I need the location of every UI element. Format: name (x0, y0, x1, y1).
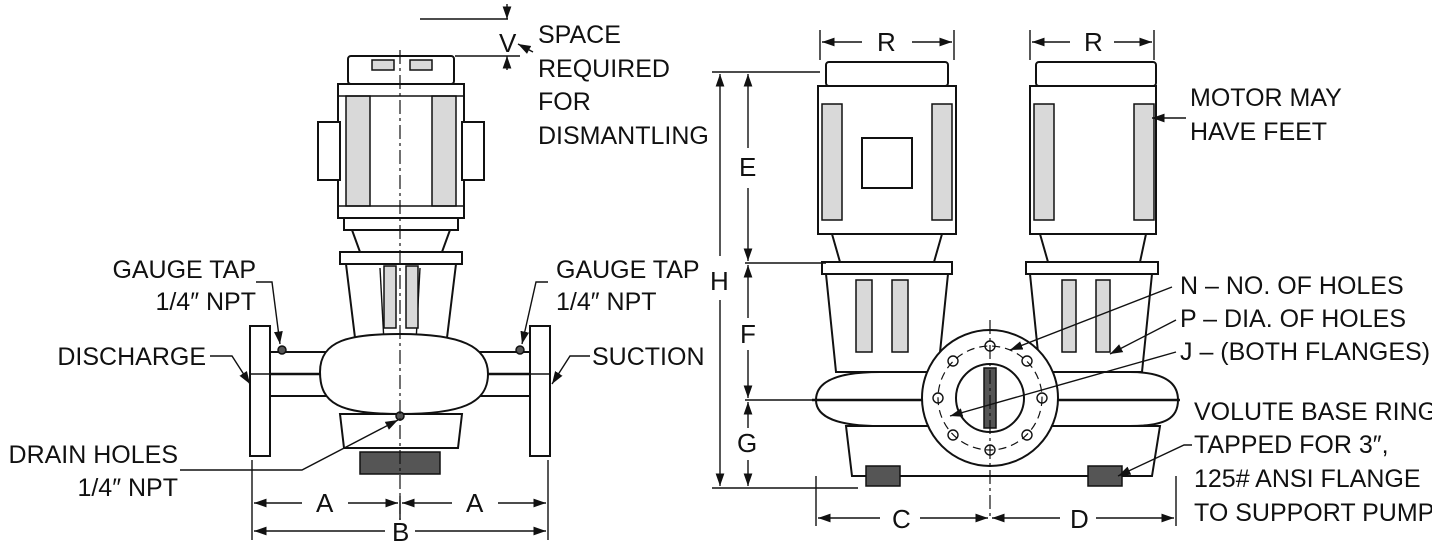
gauge-tap-right-line-2: 1/4″ NPT (556, 288, 657, 316)
dim-f: F (740, 319, 756, 349)
space-required-line-4: DISMANTLING (538, 122, 709, 150)
suction-label: SUCTION (592, 343, 705, 371)
front-view-pump-2 (1025, 61, 1159, 373)
motor-feet-line-2: HAVE FEET (1190, 118, 1327, 146)
flange-holes-line-1: N – NO. OF HOLES (1180, 272, 1404, 300)
dimension-lines-right (712, 30, 1192, 526)
drain-holes-line-2: 1/4″ NPT (77, 474, 178, 502)
coupling-guard-right (405, 265, 419, 329)
volute-base (338, 413, 464, 449)
volute-ring-line-2: TAPPED FOR 3″, (1194, 431, 1389, 459)
discharge-flange (249, 325, 271, 457)
motor-fan-cap (347, 55, 455, 85)
space-required-line-2: REQUIRED (538, 55, 670, 83)
motor-cap-detail-2 (409, 59, 433, 71)
volute-ring-line-4: TO SUPPORT PUMP (1194, 499, 1432, 527)
dim-d: D (1070, 504, 1089, 534)
annotation-labels: SPACE REQUIRED FOR DISMANTLING GAUGE TAP… (9, 21, 1432, 527)
motor-rib-left (345, 95, 371, 207)
gauge-tap-right-line-1: GAUGE TAP (556, 256, 700, 284)
motor-feet-line-1: MOTOR MAY (1190, 84, 1342, 112)
dim-a-right: A (466, 488, 484, 518)
gauge-tap-left-line-2: 1/4″ NPT (155, 288, 256, 316)
flange-holes-line-2: P – DIA. OF HOLES (1180, 305, 1406, 333)
dim-g: G (737, 428, 757, 458)
volute-ring-line-1: VOLUTE BASE RING (1194, 398, 1432, 426)
motor-side-box (461, 121, 485, 181)
space-required-line-3: FOR (538, 88, 591, 116)
space-required-line-1: SPACE (538, 21, 621, 49)
front-view-pump-1 (817, 61, 957, 373)
dimension-lines-left (180, 4, 590, 540)
motor-adapter (350, 229, 452, 253)
dimension-letters: V A A B R R E H F G C D (316, 27, 1103, 543)
dim-r-right: R (1084, 27, 1103, 57)
gauge-tap-right (515, 345, 525, 355)
gauge-tap-left (277, 345, 287, 355)
volute-casing (318, 332, 490, 416)
discharge-label: DISCHARGE (57, 343, 206, 371)
dim-v: V (499, 28, 517, 58)
dim-h: H (710, 266, 729, 296)
volute-ring-line-3: 125# ANSI FLANGE (1194, 465, 1421, 493)
volute-and-base (812, 320, 1180, 520)
coupling-guard-left (383, 265, 397, 329)
dim-c: C (892, 504, 911, 534)
dim-e: E (739, 152, 756, 182)
dim-a-left: A (316, 488, 334, 518)
motor-flange (343, 217, 459, 231)
side-view-pump (249, 50, 551, 520)
motor-terminal-box (317, 121, 341, 181)
gauge-tap-left-line-1: GAUGE TAP (112, 256, 256, 284)
drain-holes-line-1: DRAIN HOLES (9, 441, 178, 469)
motor-nameplate (861, 137, 913, 189)
suction-flange (529, 325, 551, 457)
bracket-top-flange (339, 251, 463, 265)
dim-b: B (392, 517, 409, 543)
motor-cap-detail (371, 59, 395, 71)
flange-holes-line-3: J – (BOTH FLANGES) (1180, 338, 1430, 366)
dim-r-left: R (877, 27, 896, 57)
motor-rib-right (431, 95, 457, 207)
